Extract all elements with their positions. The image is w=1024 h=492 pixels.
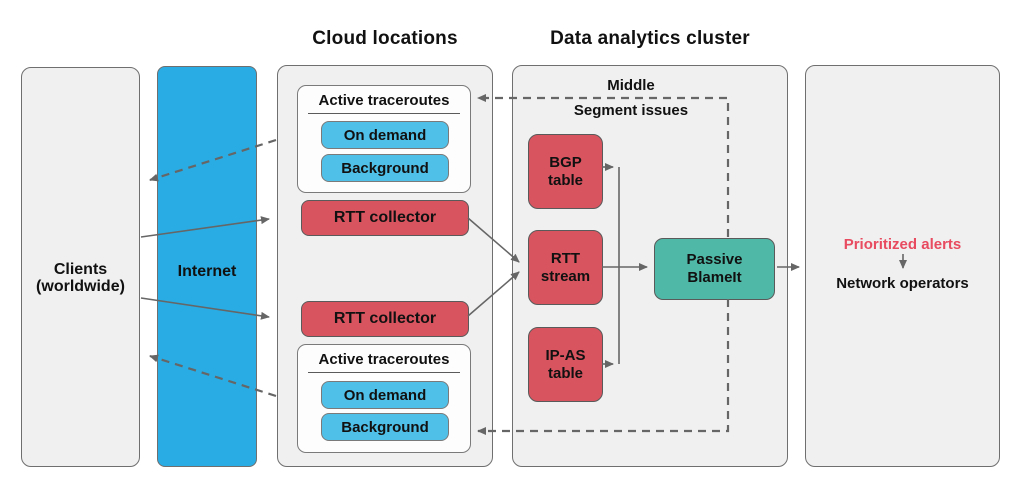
active-traceroutes-title-bottom: Active traceroutes <box>318 351 450 368</box>
internet-label: Internet <box>177 263 237 280</box>
title-underline <box>308 372 460 373</box>
rtt-collector-bottom: RTT collector <box>301 301 469 337</box>
ip-as-table-line2: table <box>547 364 583 382</box>
active-traceroutes-group-top: Active traceroutes On demand Background <box>297 85 471 193</box>
passive-blameit-node: Passive BlameIt <box>654 238 775 300</box>
title-underline <box>308 113 460 114</box>
prioritized-alerts-label: Prioritized alerts <box>843 236 962 253</box>
network-operators-label: Network operators <box>836 275 969 292</box>
rtt-stream-node: RTT stream <box>528 230 603 305</box>
active-traceroutes-title-top: Active traceroutes <box>318 92 450 109</box>
background-pill-bottom: Background <box>321 413 449 441</box>
passive-blameit-line1: Passive <box>686 251 743 268</box>
data-analytics-panel: Middle Segment issues BGP table RTT stre… <box>512 65 788 467</box>
on-demand-pill-top: On demand <box>321 121 449 149</box>
clients-panel: Clients (worldwide) <box>21 67 140 467</box>
bgp-table-line2: table <box>547 171 583 189</box>
cloud-locations-header: Cloud locations <box>312 28 458 49</box>
cloud-locations-panel: Active traceroutes On demand Background … <box>277 65 493 467</box>
network-operators-panel: Prioritized alerts Network operators <box>805 65 1000 467</box>
ip-as-table-node: IP-AS table <box>528 327 603 402</box>
background-pill-top: Background <box>321 154 449 182</box>
clients-label-line2: (worldwide) <box>36 278 125 295</box>
clients-label: Clients (worldwide) <box>22 261 139 295</box>
on-demand-pill-bottom: On demand <box>321 381 449 409</box>
middle-segment-annotation-line1: Middle <box>607 77 655 94</box>
middle-segment-annotation-line2: Segment issues <box>573 102 689 119</box>
rtt-collector-top: RTT collector <box>301 200 469 236</box>
rtt-stream-line1: RTT <box>550 249 581 267</box>
clients-label-line1: Clients <box>53 261 108 278</box>
internet-panel: Internet <box>157 66 257 467</box>
bgp-table-node: BGP table <box>528 134 603 209</box>
data-analytics-header: Data analytics cluster <box>550 28 750 49</box>
ip-as-table-line1: IP-AS <box>545 346 586 364</box>
passive-blameit-line2: BlameIt <box>687 269 742 286</box>
bgp-table-line1: BGP <box>549 153 582 171</box>
rtt-stream-line2: stream <box>540 267 591 285</box>
active-traceroutes-group-bottom: Active traceroutes On demand Background <box>297 344 471 453</box>
